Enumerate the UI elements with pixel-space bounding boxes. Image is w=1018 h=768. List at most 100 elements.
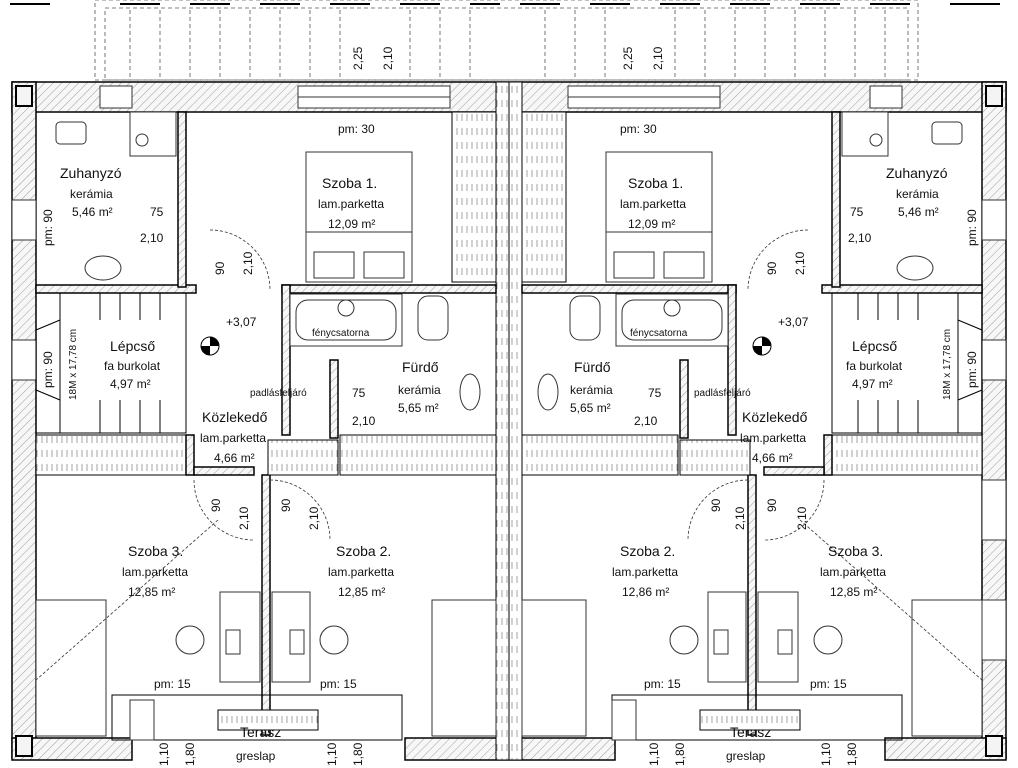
hall-area: 4,66 m² — [214, 451, 255, 465]
dim-bot-d: 1,80 — [845, 742, 859, 766]
stairs-floor: fa burkolat — [104, 359, 161, 373]
hall-floor: lam.parketta — [200, 431, 266, 445]
room1-name: Szoba 1. — [628, 175, 683, 191]
furniture-right — [521, 111, 983, 737]
furniture-left — [35, 111, 497, 737]
dim-pm30: pm: 30 — [620, 122, 657, 136]
door-swings — [35, 229, 983, 681]
right-unit-labels: 2,25 2,10 pm: 30 Zuhanyzó kerámia 5,46 m… — [570, 46, 979, 766]
room3-floor: lam.parketta — [820, 565, 886, 579]
stairs-left — [35, 292, 187, 434]
dim-75-b: 75 — [648, 386, 662, 400]
level-marker-right — [752, 336, 772, 356]
room3-name: Szoba 3. — [128, 543, 183, 559]
hall-name: Közlekedő — [742, 409, 808, 425]
room2-floor: lam.parketta — [328, 565, 394, 579]
dim-90-a: 90 — [213, 261, 227, 275]
skylight-label: fénycsatorna — [312, 328, 370, 339]
shower-area: 5,46 m² — [72, 205, 113, 219]
level-label: +3,07 — [226, 315, 257, 329]
stairs-area: 4,97 m² — [852, 377, 893, 391]
shower-area: 5,46 m² — [898, 205, 939, 219]
room1-floor: lam.parketta — [318, 197, 384, 211]
dim-210-b: 2,10 — [241, 251, 255, 275]
dim-pm15-a: pm: 15 — [154, 677, 191, 691]
dim-pm90-b: pm: 90 — [41, 351, 55, 388]
hall-name: Közlekedő — [202, 409, 268, 425]
stairs-floor: fa burkolat — [846, 359, 903, 373]
stair-spec: 18M x 17,78 cm — [68, 329, 79, 400]
dim-top-a: 2,25 — [351, 46, 365, 70]
bath-area: 5,65 m² — [570, 401, 611, 415]
top-canopy — [10, 0, 1000, 81]
skylight-label: fénycsatorna — [630, 328, 688, 339]
bath-floor: kerámia — [398, 383, 441, 397]
room2-name: Szoba 2. — [620, 543, 675, 559]
room2-area: 12,86 m² — [622, 585, 669, 599]
bath-name: Fürdő — [574, 359, 611, 375]
dim-210-a: 2,10 — [140, 231, 164, 245]
dim-pm90-a: pm: 90 — [965, 209, 979, 246]
attic-access-label: padlásfeljáró — [250, 388, 307, 399]
bath-floor: kerámia — [570, 383, 613, 397]
dim-top-b: 2,10 — [381, 46, 395, 70]
terraces — [111, 694, 903, 741]
side-windows — [11, 199, 1007, 661]
dim-75-a: 75 — [850, 205, 864, 219]
exterior-walls — [11, 81, 1007, 761]
dim-210-b: 2,10 — [793, 251, 807, 275]
room1-name: Szoba 1. — [322, 175, 377, 191]
stairs-name: Lépcső — [852, 338, 897, 354]
room3-area: 12,85 m² — [128, 585, 175, 599]
dim-bot-c: 1,10 — [819, 742, 833, 766]
room2-area: 12,85 m² — [338, 585, 385, 599]
dim-210-e: 2,10 — [307, 506, 321, 530]
attic-access-label: padlásfeljáró — [694, 388, 751, 399]
dim-bot-b: 1,80 — [673, 742, 687, 766]
dim-90-c: 90 — [765, 498, 779, 512]
stair-spec: 18M x 17,78 cm — [942, 329, 953, 400]
shower-name: Zuhanyzó — [60, 165, 122, 181]
dim-210-d: 2,10 — [237, 506, 251, 530]
dim-pm90-a: pm: 90 — [41, 209, 55, 246]
room3-floor: lam.parketta — [122, 565, 188, 579]
dim-pm15-b: pm: 15 — [320, 677, 357, 691]
dim-pm15-a: pm: 15 — [644, 677, 681, 691]
dim-210-e: 2,10 — [795, 506, 809, 530]
dim-90-b: 90 — [709, 498, 723, 512]
room2-floor: lam.parketta — [612, 565, 678, 579]
level-label: +3,07 — [778, 315, 809, 329]
room2-name: Szoba 2. — [336, 543, 391, 559]
dim-210-c: 2,10 — [352, 414, 376, 428]
room3-area: 12,85 m² — [830, 585, 877, 599]
dim-210-a: 2,10 — [848, 231, 872, 245]
shower-floor: kerámia — [70, 187, 113, 201]
dim-bot-a: 1,10 — [157, 742, 171, 766]
room1-floor: lam.parketta — [620, 197, 686, 211]
interior-walls-left — [35, 111, 497, 736]
room1-area: 12,09 m² — [328, 217, 375, 231]
dim-top-a: 2,25 — [621, 46, 635, 70]
dim-bot-c: 1,10 — [325, 742, 339, 766]
bath-name: Fürdő — [402, 359, 439, 375]
dim-pm15-b: pm: 15 — [810, 677, 847, 691]
terrace-floor: greslap — [726, 749, 766, 763]
stairs-right — [831, 292, 983, 434]
dim-top-b: 2,10 — [651, 46, 665, 70]
dim-pm90-b: pm: 90 — [965, 351, 979, 388]
dim-pm30: pm: 30 — [338, 122, 375, 136]
bath-area: 5,65 m² — [398, 401, 439, 415]
shower-floor: kerámia — [896, 187, 939, 201]
interior-walls-right — [521, 111, 983, 736]
terrace-name: Terasz — [730, 724, 771, 740]
left-unit-labels: 2,25 2,10 pm: 30 Zuhanyzó kerámia 5,46 m… — [41, 46, 441, 766]
level-marker-left — [200, 336, 220, 356]
dim-90-c: 90 — [279, 498, 293, 512]
terrace-floor: greslap — [236, 749, 276, 763]
hall-area: 4,66 m² — [752, 451, 793, 465]
terrace-name: Terasz — [240, 724, 281, 740]
dim-bot-b: 1,80 — [183, 742, 197, 766]
dim-75-b: 75 — [352, 386, 366, 400]
dim-90-a: 90 — [765, 261, 779, 275]
